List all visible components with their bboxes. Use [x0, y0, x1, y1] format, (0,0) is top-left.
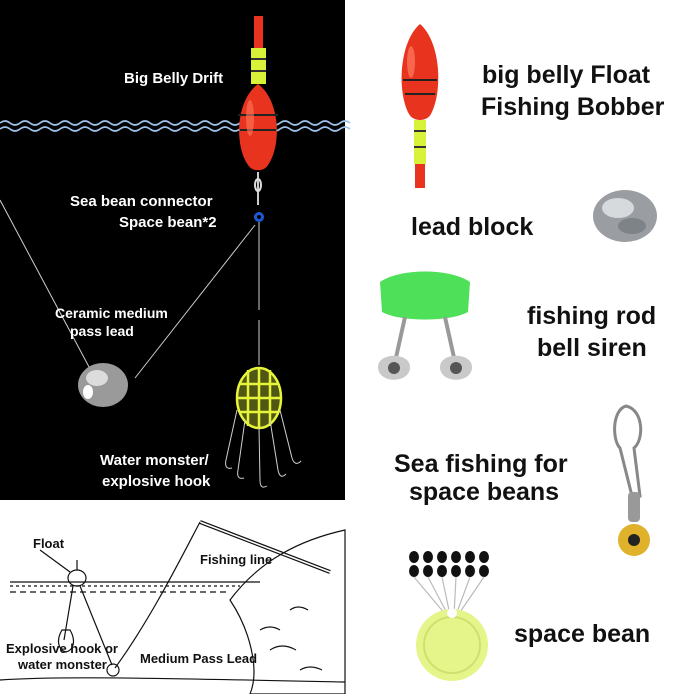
space-bean-image — [409, 551, 489, 681]
ceramic-lead-ball — [78, 363, 128, 407]
product-photo-black-panel: Big Belly Drift Sea bean connector Space… — [0, 0, 351, 500]
title-lead-block: lead block — [411, 213, 534, 241]
diagram-label-medium-pass-lead: Medium Pass Lead — [140, 651, 258, 666]
hook-snells — [225, 409, 302, 488]
label-ceramic-lead-1: Ceramic medium — [55, 305, 168, 321]
label-ceramic-lead-2: pass lead — [70, 323, 134, 339]
label-big-belly-drift: Big Belly Drift — [124, 70, 224, 87]
label-space-bean-x2: Space bean*2 — [119, 214, 217, 231]
bobber-float-image — [401, 24, 439, 188]
title-bell-1: fishing rod — [527, 302, 657, 330]
water-surface — [0, 120, 351, 132]
diagram-label-explosive-hook-1: Explosive hook or — [6, 641, 118, 656]
title-space-bean: space bean — [514, 620, 651, 648]
title-sea-fishing-2: space beans — [409, 478, 560, 506]
label-sea-bean-connector: Sea bean connector — [70, 193, 213, 210]
diagram-label-float: Float — [33, 536, 65, 551]
fishing-diagram — [0, 520, 346, 694]
rig-illustration — [0, 16, 351, 488]
label-water-monster-2: explosive hook — [102, 473, 211, 490]
bell-siren-image — [378, 271, 472, 380]
fishing-lines — [0, 199, 260, 381]
diagram-label-fishing-line: Fishing line — [200, 552, 273, 567]
water-monster-hook — [235, 366, 283, 430]
title-sea-fishing-1: Sea fishing for — [394, 450, 568, 478]
label-water-monster-1: Water monster/ — [100, 452, 209, 469]
snap-swivel-image — [613, 404, 650, 556]
connector-swivel — [254, 172, 264, 222]
big-belly-float — [238, 16, 278, 171]
lead-block-image — [593, 190, 657, 242]
title-bobber-2: Fishing Bobber — [481, 93, 665, 121]
title-bobber-1: big belly Float — [482, 61, 651, 89]
title-bell-2: bell siren — [537, 334, 647, 362]
diagram-label-explosive-hook-2: water monster — [18, 657, 107, 672]
